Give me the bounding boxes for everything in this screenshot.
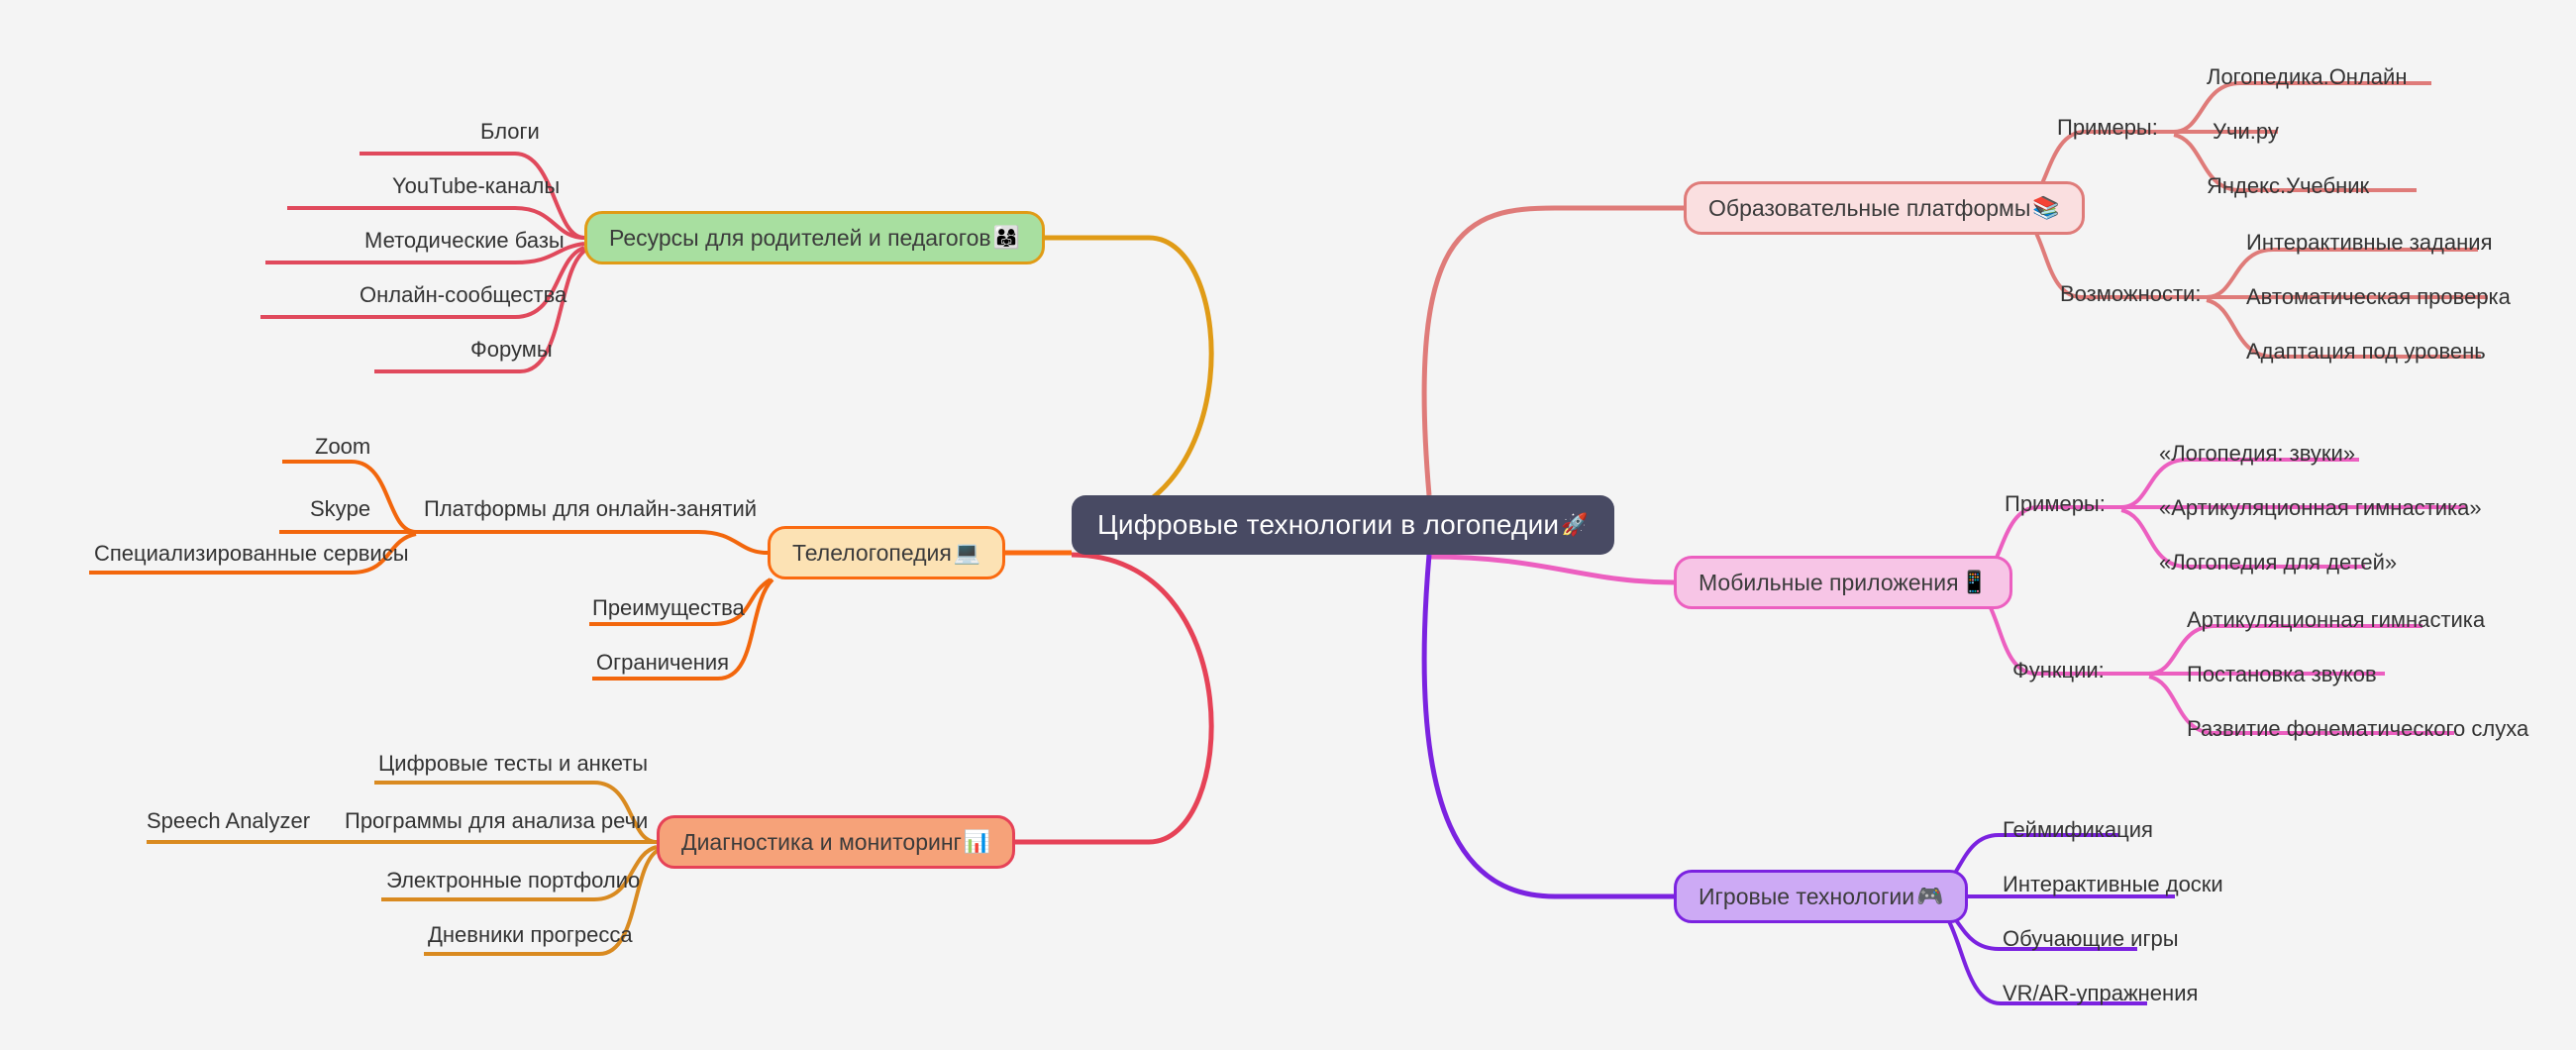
branch-node-gaming[interactable]: Игровые технологии 🎮: [1674, 870, 1969, 923]
branch-label-platforms: Образовательные платформы: [1708, 194, 2031, 221]
link-central-mobile: [1428, 554, 1675, 585]
branch-node-mobile[interactable]: Мобильные приложения 📱: [1674, 556, 2012, 609]
books-icon: 📚: [2032, 195, 2060, 220]
branch-label-diagnostics: Диагностика и мониторинг: [681, 828, 962, 855]
leaf-plat-logopedika-online[interactable]: Логопедика.Онлайн: [2207, 64, 2408, 89]
branch-node-resources[interactable]: Ресурсы для родителей и педагогов 👨‍👩‍👧: [584, 211, 1046, 264]
branch-node-telelogopedia[interactable]: Телелогопедия 💻: [768, 526, 1006, 579]
branch-label-gaming: Игровые технологии: [1699, 883, 1915, 909]
leaf-resources-methodbases[interactable]: Методические базы: [364, 228, 565, 253]
leaf-mob-children-app[interactable]: «Логопедия для детей»: [2159, 550, 2398, 575]
link-tele-child-platforms: [416, 530, 769, 555]
leaf-mob-functions-label[interactable]: Функции:: [2012, 658, 2105, 682]
branch-node-platforms[interactable]: Образовательные платформы 📚: [1684, 181, 2085, 235]
leaf-plat-auto-check[interactable]: Автоматическая проверка: [2246, 284, 2511, 309]
leaf-plat-examples-label[interactable]: Примеры:: [2057, 115, 2158, 140]
leaf-plat-interactive-tasks[interactable]: Интерактивные задания: [2246, 230, 2493, 255]
bar-chart-icon: 📊: [963, 829, 991, 854]
leaf-game-gamification[interactable]: Геймификация: [2003, 817, 2153, 842]
central-node-label: Цифровые технологии в логопедии: [1097, 509, 1560, 540]
mobile-phone-icon: 📱: [1960, 570, 1988, 594]
leaf-tele-platforms[interactable]: Платформы для онлайн-занятий: [424, 496, 758, 521]
link-central-resources: [985, 235, 1214, 528]
leaf-mob-sound-setting[interactable]: Постановка звуков: [2187, 662, 2377, 686]
leaf-tele-zoom[interactable]: Zoom: [315, 434, 371, 459]
rocket-icon: 🚀: [1561, 512, 1589, 537]
link-central-platforms: [1421, 205, 1684, 496]
leaf-plat-uchi-ru[interactable]: Учи.ру: [2213, 119, 2279, 144]
branch-label-resources: Ресурсы для родителей и педагогов: [609, 224, 991, 251]
central-node[interactable]: Цифровые технологии в логопедии 🚀: [1072, 495, 1614, 555]
leaf-resources-communities[interactable]: Онлайн-сообщества: [360, 282, 567, 307]
leaf-tele-limitations[interactable]: Ограничения: [596, 650, 730, 675]
leaf-diag-speech-programs[interactable]: Программы для анализа речи: [345, 808, 649, 833]
leaf-mob-examples-label[interactable]: Примеры:: [2005, 491, 2106, 516]
leaf-mob-articulation-gym[interactable]: Артикуляционная гимнастика: [2187, 607, 2486, 632]
leaf-resources-youtube[interactable]: YouTube-каналы: [392, 173, 561, 198]
leaf-mob-articulation-app[interactable]: «Артикуляционная гимнастика»: [2159, 495, 2482, 520]
leaf-resources-blogs[interactable]: Блоги: [480, 119, 540, 144]
branch-label-telelogopedia: Телелогопедия: [792, 539, 952, 566]
leaf-diag-tests[interactable]: Цифровые тесты и анкеты: [378, 751, 649, 776]
link-central-gaming: [1421, 554, 1674, 899]
game-controller-icon: 🎮: [1916, 884, 1944, 908]
leaf-game-learning-games[interactable]: Обучающие игры: [2003, 926, 2179, 951]
leaf-mob-sounds-app[interactable]: «Логопедия: звуки»: [2159, 441, 2356, 466]
leaf-tele-advantages[interactable]: Преимущества: [592, 595, 745, 620]
leaf-game-interactive-boards[interactable]: Интерактивные доски: [2003, 872, 2223, 896]
family-icon: 👨‍👩‍👧: [992, 225, 1021, 250]
leaf-tele-special-services[interactable]: Специализированные сервисы: [94, 541, 409, 566]
leaf-diag-speech-analyzer[interactable]: Speech Analyzer: [147, 808, 311, 833]
link-central-diagnostics: [985, 552, 1214, 845]
branch-label-mobile: Мобильные приложения: [1699, 569, 1959, 595]
leaf-tele-skype[interactable]: Skype: [310, 496, 371, 521]
leaf-diag-portfolio[interactable]: Электронные портфолио: [386, 868, 641, 892]
leaf-plat-level-adaptation[interactable]: Адаптация под уровень: [2246, 339, 2486, 364]
laptop-icon: 💻: [953, 540, 981, 565]
leaf-resources-forums[interactable]: Форумы: [470, 337, 553, 362]
leaf-diag-progress-diaries[interactable]: Дневники прогресса: [428, 922, 633, 947]
branch-node-diagnostics[interactable]: Диагностика и мониторинг 📊: [657, 815, 1016, 869]
leaf-plat-yandex-uchebnik[interactable]: Яндекс.Учебник: [2207, 173, 2370, 198]
leaf-game-vr-ar[interactable]: VR/AR-упражнения: [2003, 981, 2199, 1005]
leaf-plat-features-label[interactable]: Возможности:: [2060, 281, 2202, 306]
leaf-mob-phonemic-hearing[interactable]: Развитие фонематического слуха: [2187, 716, 2529, 741]
